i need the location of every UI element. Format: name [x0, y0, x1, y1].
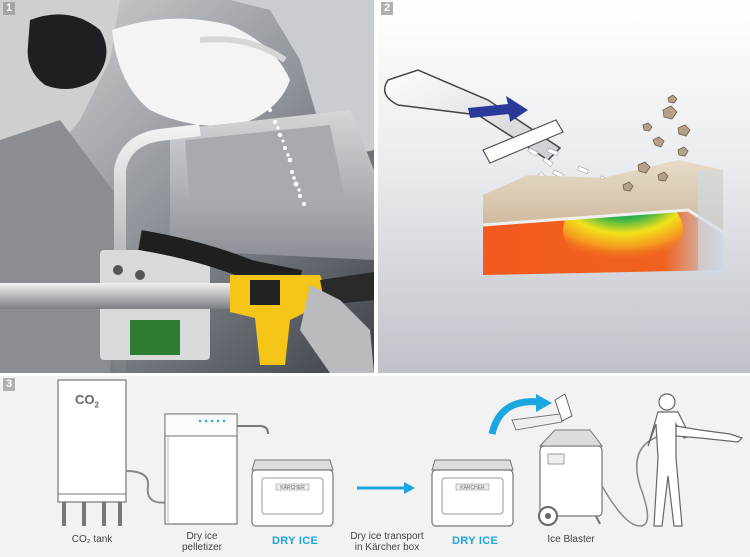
blasting-principle-panel: 2	[378, 0, 750, 373]
co2-tank	[57, 379, 127, 526]
frame-tube	[114, 124, 201, 373]
dry-ice-label-1: DRY ICE	[272, 535, 319, 547]
pelletizer	[164, 413, 269, 525]
ice-blaster	[511, 413, 603, 526]
box-brand-2: KÄRCHER	[460, 484, 485, 491]
transport-label-line1: Dry ice transport	[350, 531, 424, 542]
co2-tank-symbol: CO2	[75, 392, 99, 410]
white-bucket	[112, 18, 290, 127]
operator	[647, 393, 744, 527]
panel-number-1: 1	[3, 2, 16, 15]
transport-label-line2: in Kärcher box	[354, 542, 420, 553]
dry-ice-box-1: KÄRCHER	[251, 459, 334, 527]
contaminant-chunks	[622, 94, 691, 192]
blast-nozzle	[0, 283, 230, 309]
co2-subscript: 2	[94, 400, 99, 410]
dry-ice-box-2: KÄRCHER	[431, 459, 514, 527]
transport-label: Dry ice transport in Kärcher box	[342, 531, 432, 553]
co2-tank-label: CO₂ tank	[71, 534, 113, 545]
blaster-hose	[601, 435, 661, 527]
box-brand-1: KÄRCHER	[280, 484, 305, 491]
blast-hose	[138, 230, 302, 290]
pellet-stream	[268, 108, 306, 206]
panel-number-3: 3	[3, 378, 16, 391]
glove	[27, 14, 107, 89]
pelletizer-label-line1: Dry ice	[186, 531, 218, 542]
pelletizer-label: Dry ice pelletizer	[170, 531, 234, 553]
process-chain-panel: KÄRCHER KÄRCHER	[0, 376, 750, 557]
panel-number-2: 2	[381, 2, 394, 15]
photo-panel-pouring-pellets: 1	[0, 0, 374, 373]
loading-arrow	[488, 398, 541, 435]
pouring-photo-illustration	[0, 0, 374, 373]
blasting-principle-diagram	[383, 69, 724, 275]
co2-hose	[125, 470, 171, 504]
process-chain-diagram: KÄRCHER KÄRCHER	[57, 379, 744, 527]
apron	[0, 120, 120, 373]
pelletizer-label-line2: pelletizer	[181, 542, 223, 553]
transport-arrow	[357, 482, 415, 494]
co2-symbol: CO	[75, 392, 95, 407]
ice-blaster-label: Ice Blaster	[547, 534, 595, 545]
direction-arrow	[468, 96, 528, 122]
dry-ice-label-2: DRY ICE	[452, 535, 499, 547]
nozzle-tip	[482, 119, 564, 164]
